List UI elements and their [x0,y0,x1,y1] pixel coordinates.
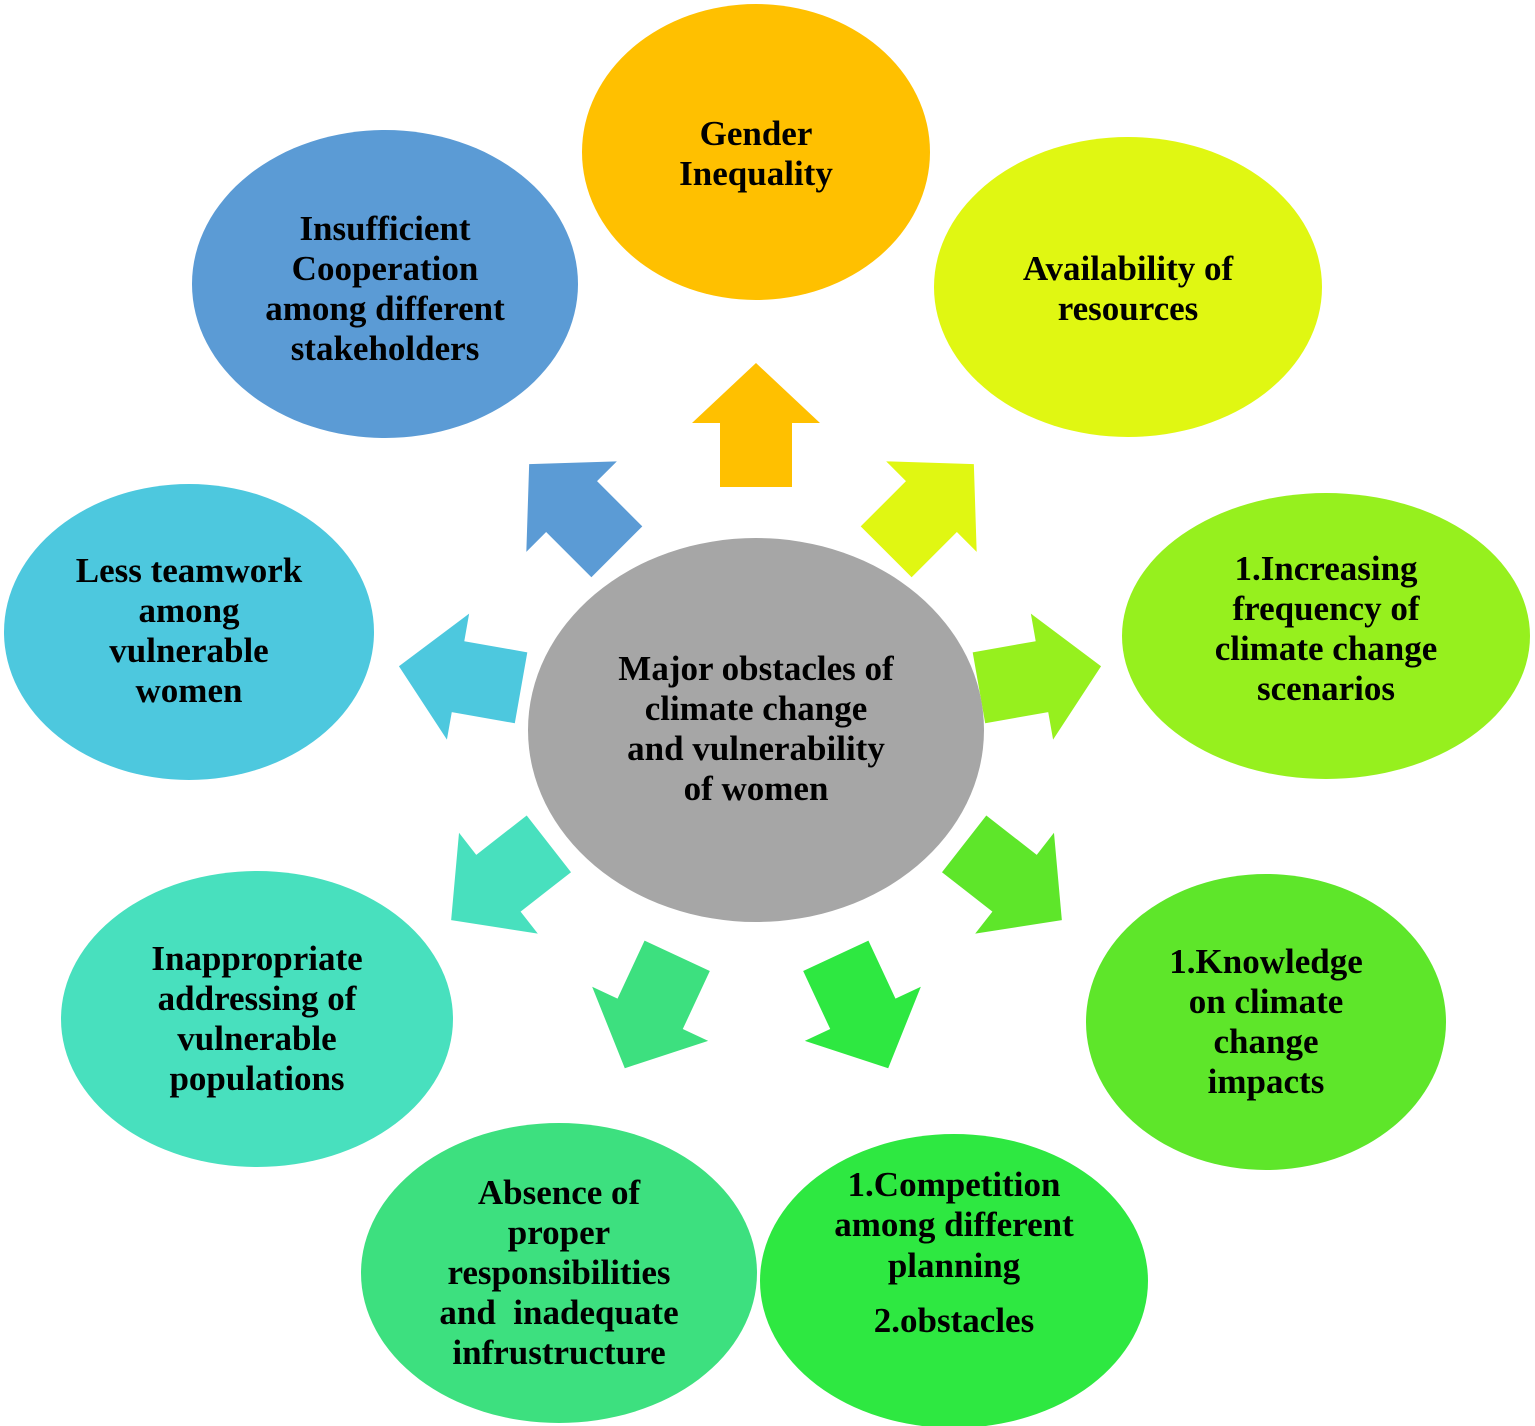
node-label-line-1: 1.Knowledge [1169,942,1362,981]
arrow-to-availability-of-resources [860,461,977,578]
node-label-line-3: vulnerable [177,1019,336,1058]
node-label-line-4: scenarios [1257,669,1395,708]
node-label-line-1: Gender [700,114,813,153]
node-ellipse [61,871,453,1167]
node-label-line-3: among different [265,289,505,328]
node-label-line-1: Less teamwork [76,551,303,590]
node-ellipse [1086,874,1446,1170]
node-label-line-1: Availability of [1023,249,1234,288]
node-label-line-3: planning [888,1246,1021,1285]
node-ellipse [361,1123,757,1423]
node-label-line-2: among different [834,1205,1074,1244]
node-label-line-2: frequency of [1233,589,1420,628]
node-label-line-2: addressing of [158,979,357,1018]
node-label-line-5: infrustructure [452,1333,665,1372]
node-label-line-3: change [1214,1022,1319,1061]
node-label-line-4: stakeholders [291,329,480,368]
node-ellipse [4,484,374,780]
center-label-line-4: of women [684,769,829,808]
node-label-line-4: 2.obstacles [874,1301,1034,1340]
node-label-line-4: women [136,671,243,710]
node-ellipse [192,130,578,438]
arrow-to-absence-responsibilities [592,940,710,1069]
node-ellipse [760,1134,1148,1426]
node-ellipse [934,137,1322,437]
arrow-to-gender-inequality [692,363,820,487]
arrow-to-knowledge-impacts [941,815,1062,934]
node-label-line-4: and inadequate [439,1293,678,1332]
arrow-to-competition-planning [803,940,921,1069]
node-label-line-2: Inequality [679,154,833,193]
center-label-line-2: climate change [645,689,868,728]
node-label-line-2: Cooperation [292,249,479,288]
node-label-line-3: vulnerable [109,631,268,670]
arrow-to-insufficient-cooperation [526,461,643,578]
node-label-line-4: impacts [1208,1062,1325,1101]
arrow-to-increasing-frequency [972,613,1102,740]
node-label-line-1: 1.Increasing [1234,549,1418,588]
node-label-line-2: among [138,591,240,630]
node-label-line-1: Inappropriate [151,939,362,978]
center-label-line-3: and vulnerability [627,729,885,768]
node-label-line-1: Insufficient [299,209,470,248]
node-label-line-3: climate change [1215,629,1438,668]
arrows-layer [398,363,1102,1069]
node-label-line-3: responsibilities [447,1253,670,1292]
node-label-line-1: Absence of [478,1173,641,1212]
node-ellipse [1122,493,1530,779]
node-label-line-4: populations [169,1059,344,1098]
arrow-to-less-teamwork [398,613,528,740]
arrow-to-inappropriate-addressing [451,815,572,934]
center-label-line-1: Major obstacles of [618,649,894,688]
node-label-line-2: on climate [1189,982,1344,1021]
node-label-line-2: proper [508,1213,610,1252]
node-label-line-2: resources [1058,289,1199,328]
node-label-line-1: 1.Competition [848,1165,1061,1204]
center-ellipse [528,538,984,922]
node-ellipse [582,4,930,300]
